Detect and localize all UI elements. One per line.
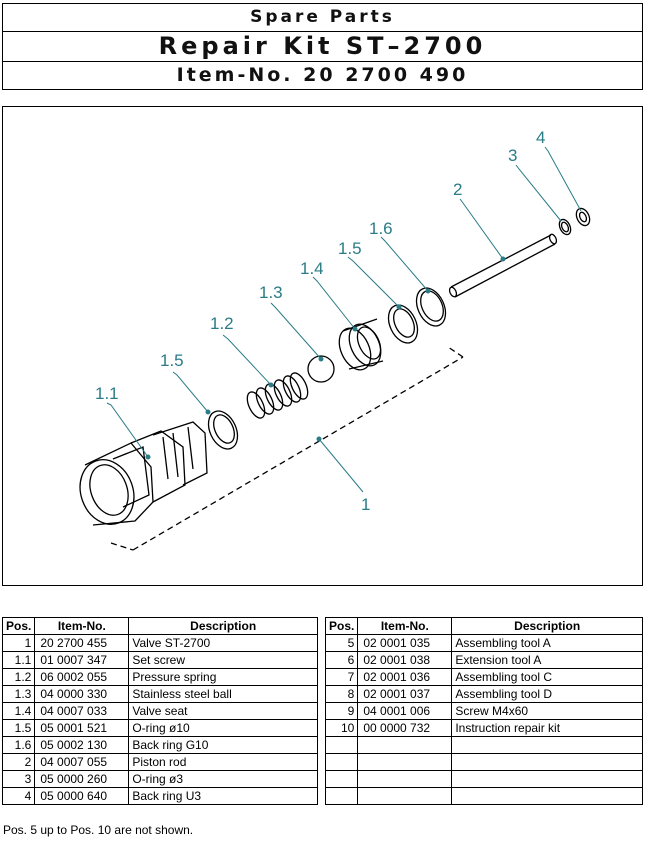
callout-1-2: 1.2 [210,314,234,333]
assembly-1-bracket [110,346,464,551]
piston-rod-part [448,233,558,298]
callout-1-1: 1.1 [95,384,119,403]
callout-1-5-left: 1.5 [160,351,184,370]
back-ring-small [575,207,591,227]
callout-1-5-right: 1.5 [338,239,362,258]
spring-part [246,372,309,419]
col-description: Description [128,617,318,635]
col-pos: Pos. [1,617,36,635]
table-row [324,736,643,754]
header-title: Repair Kit ST–2700 [2,31,643,62]
table-row [324,787,643,805]
o-ring-small [558,218,572,236]
header-item-number: Item-No. 20 2700 490 [2,61,643,90]
callout-1-3: 1.3 [259,283,283,302]
exploded-view-drawing: 1.1 1.5 1.2 1.3 1.4 1.5 1.6 2 3 4 1 [2,106,643,586]
col-item-no: Item-No. [357,617,453,635]
callout-2: 2 [453,180,462,199]
o-ring-left [207,410,239,450]
callout-1-4: 1.4 [300,259,324,278]
back-ring-part [415,287,447,327]
callout-3: 3 [508,146,517,165]
table-row [324,753,643,771]
valve-seat-part [338,318,384,371]
callout-1-6: 1.6 [369,219,393,238]
callout-4: 4 [536,128,545,147]
col-item-no: Item-No. [34,617,130,635]
ball-part [307,355,335,383]
col-description: Description [451,617,643,635]
callout-1: 1 [361,495,370,514]
table-row [324,770,643,788]
col-pos: Pos. [324,617,359,635]
o-ring-right [387,304,419,344]
header-spare-parts: Spare Parts [2,3,643,32]
footnote: Pos. 5 up to Pos. 10 are not shown. [3,823,194,837]
valve-body-part [79,421,208,526]
